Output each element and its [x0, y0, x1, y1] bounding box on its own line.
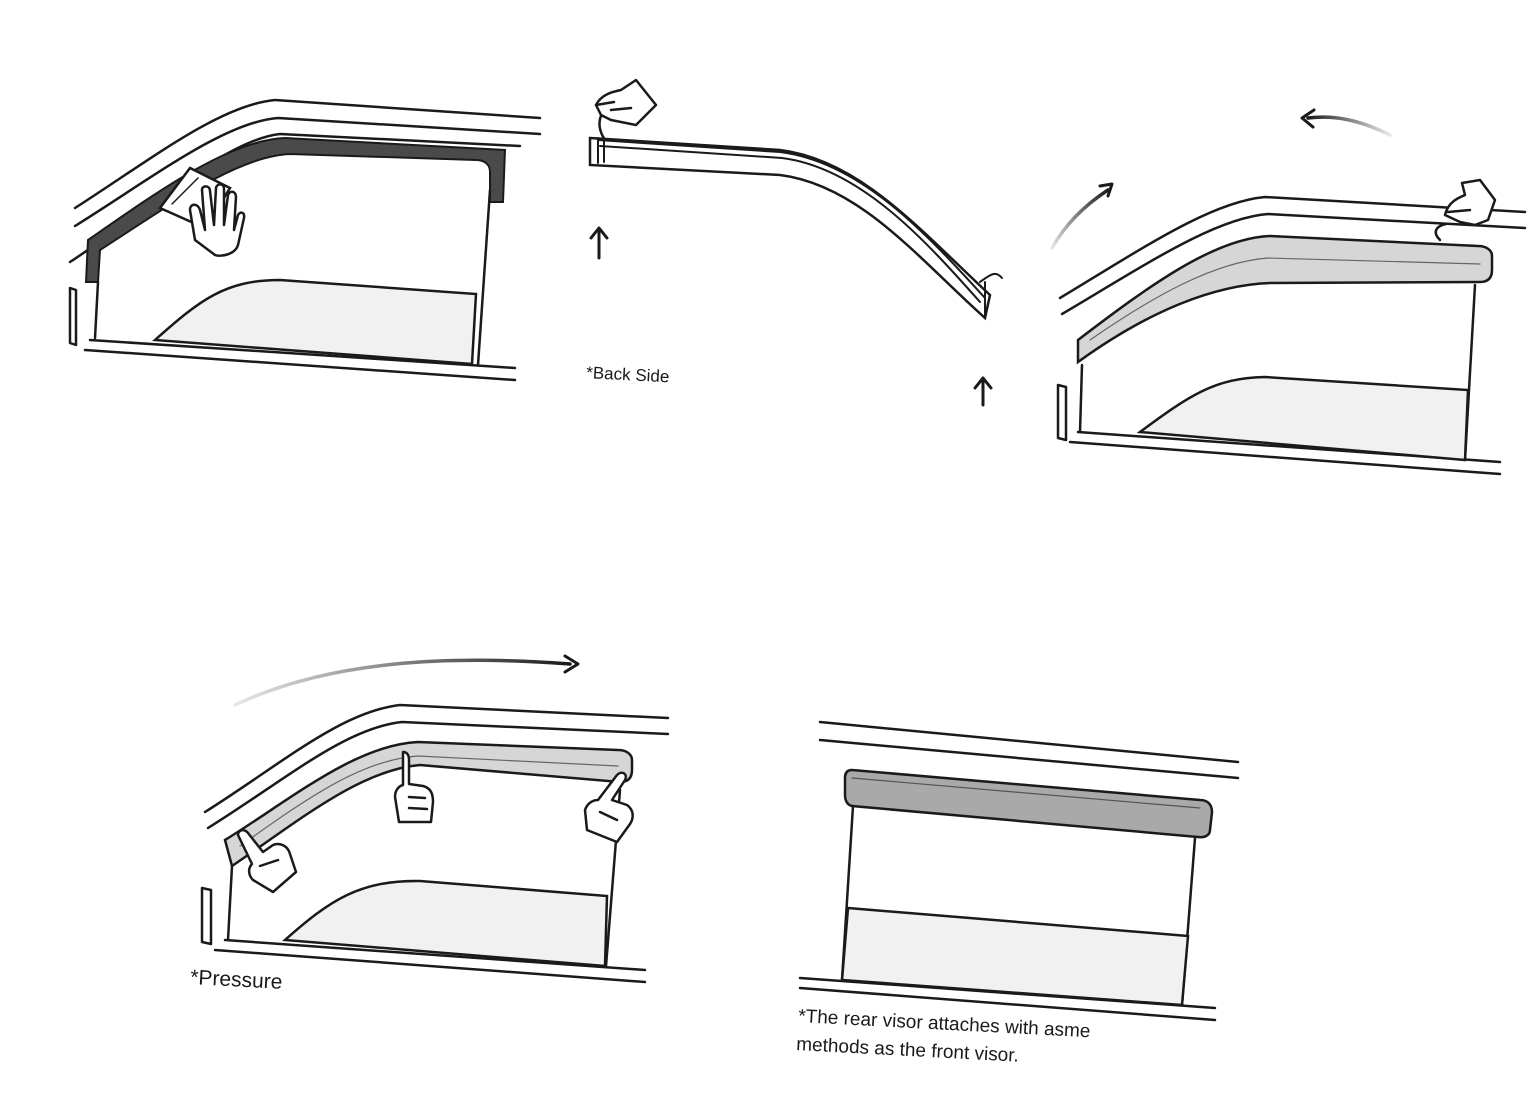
wiping-hand-icon [188, 183, 246, 257]
visor-edge-lines [597, 137, 1003, 319]
side-glass [1136, 375, 1470, 462]
side-glass [840, 906, 1190, 1007]
rear-note-line-2: methods as the front visor. [796, 1034, 1020, 1067]
step-4-apply-pressure: *Pressure [190, 654, 670, 994]
peeling-hand-icon [1443, 178, 1497, 227]
visor-back-side [588, 136, 992, 321]
visor [223, 740, 634, 869]
peeling-hand-icon [594, 78, 658, 127]
side-glass [281, 879, 609, 968]
side-glass [151, 278, 478, 366]
up-arrow-icon [973, 376, 993, 407]
back-side-label: *Back Side [586, 363, 670, 386]
curved-arrow-icon [233, 658, 572, 707]
pressing-hand-icon [583, 771, 634, 844]
curved-arrow-icon [1306, 115, 1392, 137]
roof-lines [68, 98, 542, 264]
roof-lines [818, 720, 1240, 780]
step-1-clean-frame [68, 98, 542, 382]
curved-arrow-icon [1050, 188, 1110, 250]
rear-visor [843, 768, 1214, 839]
visor [1076, 234, 1494, 365]
roof-lines [1058, 195, 1527, 316]
step-3-attach-visor [1050, 108, 1527, 476]
door-window [68, 188, 517, 382]
step-5-rear-visor: *The rear visor attaches with asme metho… [796, 720, 1240, 1067]
pressure-label: *Pressure [190, 966, 283, 994]
up-arrow-icon [589, 226, 609, 260]
roof-lines [203, 703, 670, 830]
step-2-peel-tape: *Back Side [586, 78, 1003, 407]
pressing-hand-icon [236, 828, 298, 894]
pressing-hand-icon [393, 750, 435, 824]
